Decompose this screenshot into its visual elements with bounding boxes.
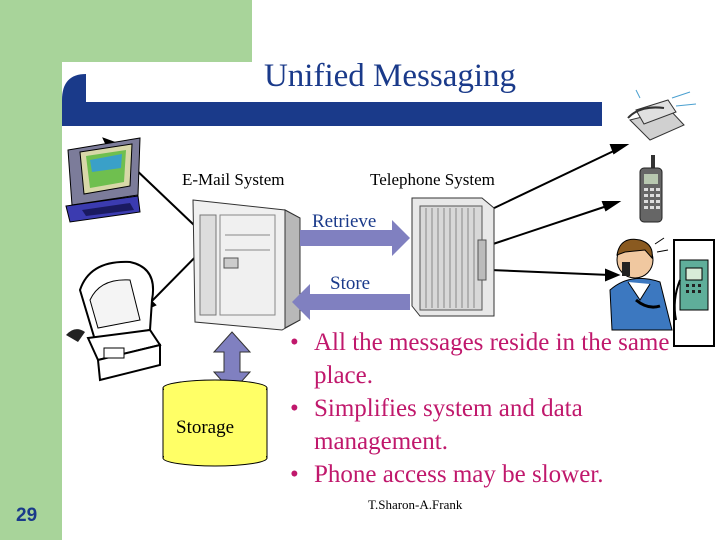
storage-cylinder-icon	[162, 379, 268, 467]
bullet-item: Phone access may be slower.	[290, 458, 710, 491]
storage-label: Storage	[176, 417, 235, 438]
fax-icon	[627, 89, 697, 141]
server-icon	[192, 199, 301, 331]
arrowhead-mobile	[601, 201, 622, 212]
person-link-line	[489, 269, 611, 276]
email-system-label: E-Mail System	[182, 170, 285, 189]
mobile-link-line	[489, 204, 611, 246]
mobile-phone-icon	[639, 155, 663, 223]
slide-number: 29	[16, 505, 38, 526]
telephone-system-label: Telephone System	[370, 170, 495, 189]
bullet-item: All the messages reside in the same plac…	[290, 326, 710, 392]
top-green-block	[62, 0, 252, 62]
bullet-list: All the messages reside in the same plac…	[290, 326, 710, 491]
store-arrow	[292, 284, 410, 320]
title-bar-fill	[62, 102, 602, 126]
title-bar-curve	[62, 74, 86, 126]
retrieve-label: Retrieve	[312, 211, 377, 232]
computer-icon	[65, 137, 141, 223]
retrieve-arrow	[300, 220, 410, 256]
pbx-icon	[411, 197, 495, 317]
arrowhead-person	[605, 268, 621, 282]
store-label: Store	[330, 273, 371, 294]
left-green-bar	[0, 0, 62, 540]
person-on-phone-icon	[609, 237, 673, 331]
white-background-corner	[62, 0, 720, 126]
bullet-item: Simplifies system and data management.	[290, 392, 710, 458]
slide-title: Unified Messaging	[263, 58, 517, 94]
terminal-icon	[66, 260, 162, 382]
arrowhead-fax	[609, 144, 630, 155]
fax-link-line	[489, 147, 621, 211]
footer-author: T.Sharon-A.Frank	[368, 497, 463, 512]
